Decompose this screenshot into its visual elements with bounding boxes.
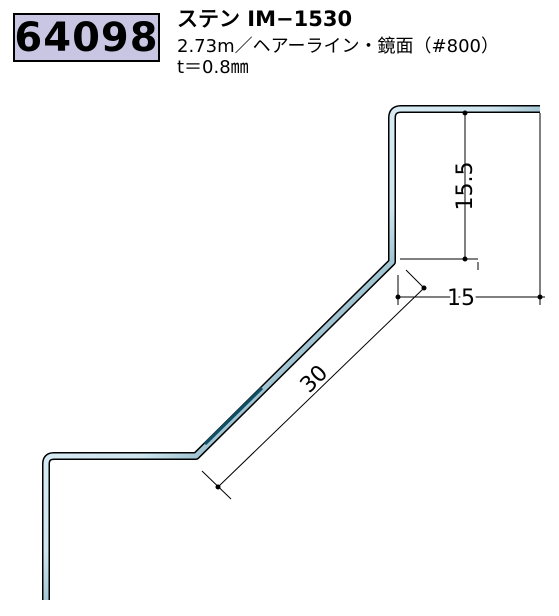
- product-code: 64098: [14, 14, 159, 61]
- dimension-offset: [395, 113, 545, 305]
- profile-bar: [42, 105, 540, 600]
- dimension-slope: [201, 269, 427, 500]
- height-label: 15.5: [453, 162, 478, 211]
- dimension-height: [400, 110, 478, 262]
- product-code-badge: 64098: [13, 13, 160, 62]
- slope-label: 30: [296, 361, 333, 398]
- offset-label: 15: [447, 286, 475, 311]
- product-name: ステン IM−1530: [177, 7, 353, 31]
- spec-thickness: t＝0.8㎜: [177, 57, 249, 78]
- spec-length-finish: 2.73m／ヘアーライン・鏡面（#800）: [177, 36, 499, 57]
